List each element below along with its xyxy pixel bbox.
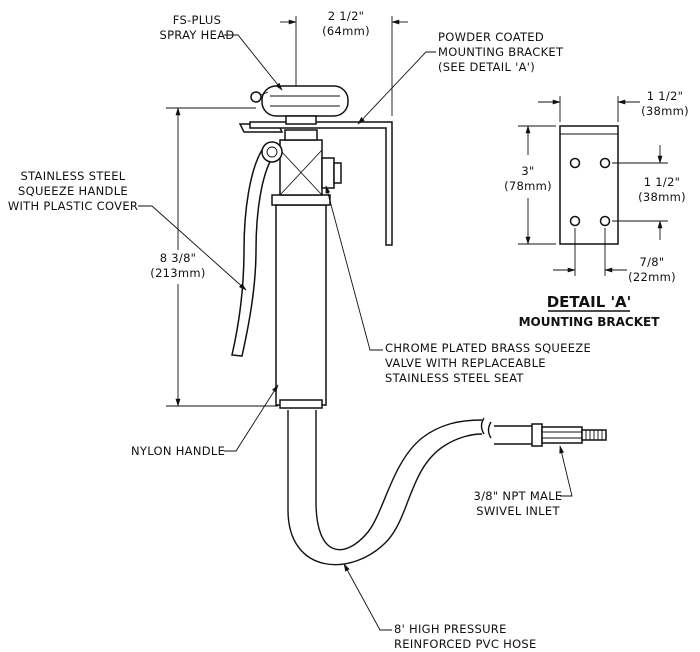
squeeze-handle [231,123,284,357]
detail-hole-bottom-left [569,215,581,227]
callout-nylon-handle: NYLON HANDLE [131,384,279,458]
label-squeeze-line2: SQUEEZE HANDLE [18,184,128,198]
label-hose-line1: 8' HIGH PRESSURE [394,622,507,636]
callout-valve: CHROME PLATED BRASS SQUEEZE VALVE WITH R… [325,185,591,385]
label-valve-line1: CHROME PLATED BRASS SQUEEZE [385,341,591,355]
label-bracket-line3: (SEE DETAIL 'A') [438,60,535,74]
label-spray-head-line1: FS-PLUS [173,13,221,27]
swivel-inlet-fitting [531,423,607,447]
label-valve-line3: STAINLESS STEEL SEAT [385,371,524,385]
spray-head [250,85,349,125]
label-valve-line2: VALVE WITH REPLACEABLE [385,356,546,370]
hose-end-segment [494,425,532,445]
dim-detail-spacing-metric: (38mm) [638,190,686,204]
dim-detail-height-imperial: 3" [521,164,534,178]
detail-hole-top-right [599,157,611,169]
hose-break-right [487,421,492,439]
callout-spray-head: FS-PLUS SPRAY HEAD [159,13,283,91]
dim-height [166,107,278,407]
dim-height-metric: (213mm) [150,266,205,280]
label-squeeze-line1: STAINLESS STEEL [21,169,126,183]
dim-detail-hole-spacing [612,145,668,240]
dim-detail-width-metric: (38mm) [641,104,689,118]
label-bracket-line1: POWDER COATED [438,30,544,44]
label-nylon-handle: NYLON HANDLE [131,444,225,458]
mounting-bracket [249,121,393,246]
pvc-hose [287,410,483,566]
detail-subtitle: MOUNTING BRACKET [519,315,661,329]
dim-detail-height [518,125,556,245]
callout-squeeze-handle: STAINLESS STEEL SQUEEZE HANDLE WITH PLAS… [8,169,247,291]
dim-detail-edge [553,228,627,276]
detail-a-bracket [559,125,619,245]
dim-detail-height-metric: (78mm) [504,179,552,193]
nylon-handle [275,204,327,409]
dim-width-top [280,16,408,116]
label-hose-line2: REINFORCED PVC HOSE [394,637,537,651]
dim-detail-edge-metric: (22mm) [628,270,676,284]
label-inlet-line2: SWIVEL INLET [476,504,560,518]
label-spray-head-line2: SPRAY HEAD [159,28,234,42]
label-bracket-line2: MOUNTING BRACKET [438,45,564,59]
dim-detail-width-imperial: 1 1/2" [647,89,684,103]
dim-width-top-imperial: 2 1/2" [328,9,365,23]
callout-inlet: 3/8" NPT MALE SWIVEL INLET [473,445,573,518]
dim-detail-edge-imperial: 7/8" [640,255,665,269]
detail-hole-top-left [569,157,581,169]
dim-height-imperial: 8 3/8" [160,251,197,265]
detail-hole-bottom-right [599,215,611,227]
hose-break-left [480,417,485,435]
dim-detail-spacing-imperial: 1 1/2" [644,175,681,189]
valve-body [271,129,342,206]
callout-bracket: POWDER COATED MOUNTING BRACKET (SEE DETA… [357,30,564,125]
detail-title: DETAIL 'A' [547,293,632,311]
callout-hose: 8' HIGH PRESSURE REINFORCED PVC HOSE [343,563,537,651]
dim-detail-width [538,96,640,122]
label-inlet-line1: 3/8" NPT MALE [473,489,562,503]
label-squeeze-line3: WITH PLASTIC COVER [8,199,138,213]
dim-width-top-metric: (64mm) [322,24,370,38]
